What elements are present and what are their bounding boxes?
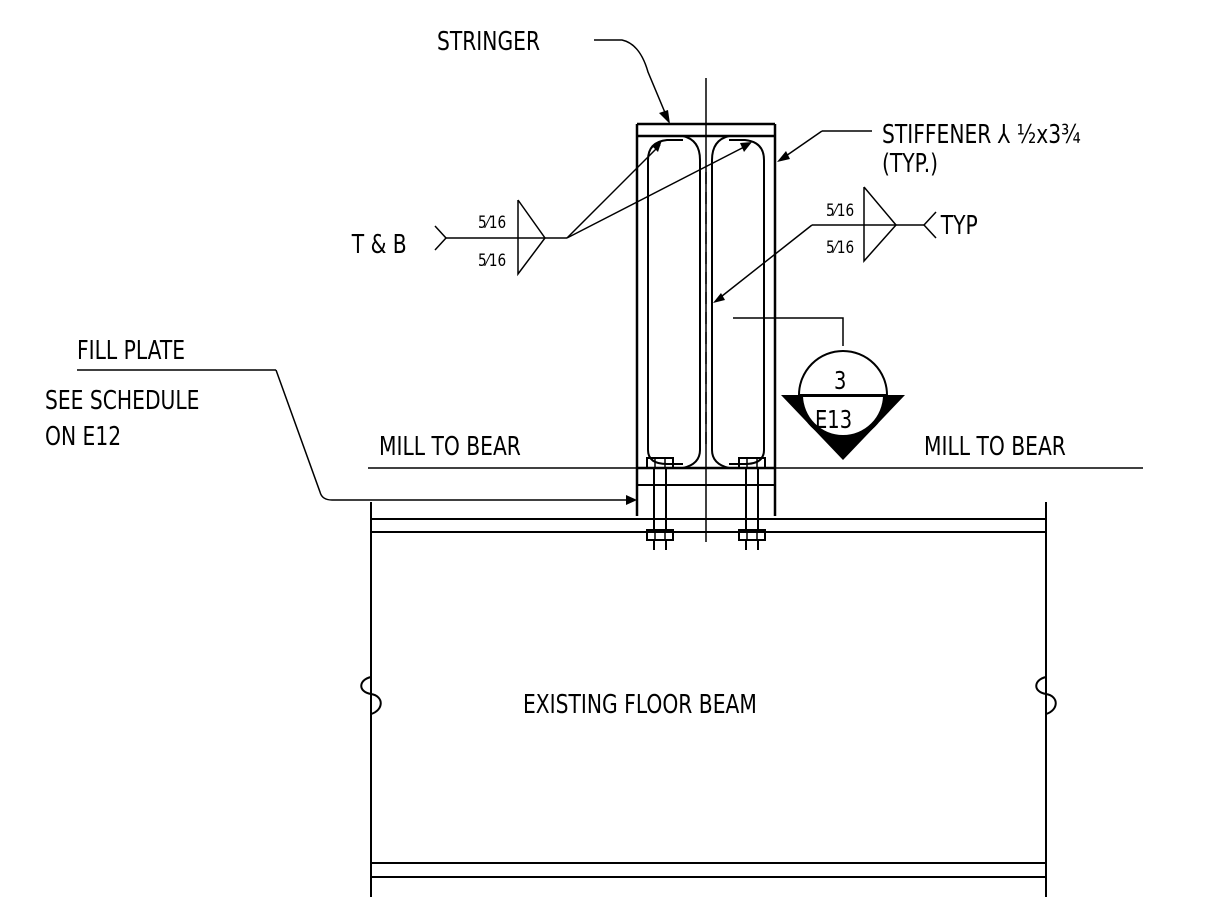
stringer-label: STRINGER <box>437 27 540 57</box>
section-marker: 3 E13 <box>733 317 905 460</box>
mill-to-bear-right-label: MILL TO BEAR <box>924 432 1066 462</box>
stiffener-label: STIFFENER ⅄ ½x3¾ <box>882 120 1081 150</box>
stringer <box>635 78 777 542</box>
weld-symbol-left: T & B 5⁄16 5⁄16 <box>351 140 752 277</box>
existing-floor-beam-label: EXISTING FLOOR BEAM <box>523 690 757 720</box>
bolt-left <box>646 457 674 550</box>
stringer-callout: STRINGER <box>437 27 670 124</box>
weld-right-top-size: 5⁄16 <box>826 201 854 221</box>
right-break-symbol <box>1035 676 1057 715</box>
fill-plate-label: FILL PLATE <box>77 336 185 366</box>
weld-right-bottom-size: 5⁄16 <box>826 238 854 258</box>
t-and-b-label: T & B <box>351 230 407 260</box>
existing-floor-beam: EXISTING FLOOR BEAM <box>360 502 1057 897</box>
on-e12-label: ON E12 <box>45 422 121 452</box>
typ-label: TYP <box>940 211 978 241</box>
mill-to-bear-left: MILL TO BEAR <box>368 432 637 469</box>
see-schedule-label: SEE SCHEDULE <box>45 386 199 416</box>
weld-left-bottom-size: 5⁄16 <box>478 251 506 271</box>
mill-to-bear-left-label: MILL TO BEAR <box>379 432 521 462</box>
left-break-symbol <box>360 676 382 715</box>
stiffener-typ-label: (TYP.) <box>882 149 938 179</box>
stiffener-callout: STIFFENER ⅄ ½x3¾ (TYP.) <box>777 120 1081 179</box>
weld-left-top-size: 5⁄16 <box>478 213 506 233</box>
bolt-right <box>738 457 766 550</box>
section-sheet: E13 <box>815 406 852 435</box>
fill-plate-callout: FILL PLATE SEE SCHEDULE ON E12 <box>45 336 637 505</box>
section-number: 3 <box>834 367 846 396</box>
weld-symbol-right: 5⁄16 5⁄16 TYP <box>713 186 978 303</box>
mill-to-bear-right: MILL TO BEAR <box>775 432 1143 469</box>
